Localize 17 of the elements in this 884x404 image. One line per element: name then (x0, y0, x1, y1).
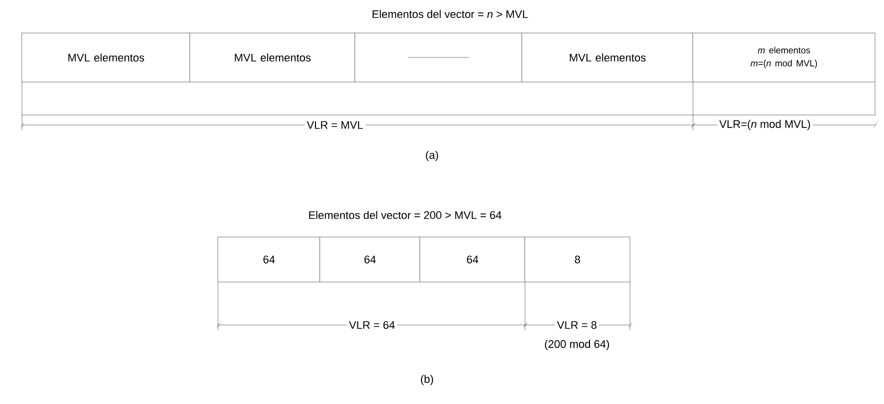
figure-label: (a) (423, 148, 441, 164)
dimension-label: VLR=(n mod MVL) (717, 118, 813, 132)
table-cell: 8 (524, 236, 630, 282)
table-cell: MVL elementos (22, 32, 190, 82)
figure-label: (b) (418, 372, 436, 388)
table-cell: MVL elementos (522, 32, 694, 82)
table-cell: MVL elementos (190, 32, 356, 82)
heading: Elementos del vector = 200 > MVL = 64 (306, 208, 504, 222)
dimension-label: VLR = 8 (554, 319, 600, 331)
table-cell: 64 (320, 236, 420, 282)
dimension-label: VLR = MVL (304, 119, 366, 131)
table-cell: m elementos m=(n mod MVL) (692, 32, 876, 82)
heading: Elementos del vector = n > MVL (370, 8, 530, 20)
dimension-label: VLR = 64 (346, 319, 398, 331)
table-cell: 64 (420, 236, 526, 282)
table-cell: 64 (218, 236, 320, 282)
dimension-label: (200 mod 64) (542, 338, 612, 352)
